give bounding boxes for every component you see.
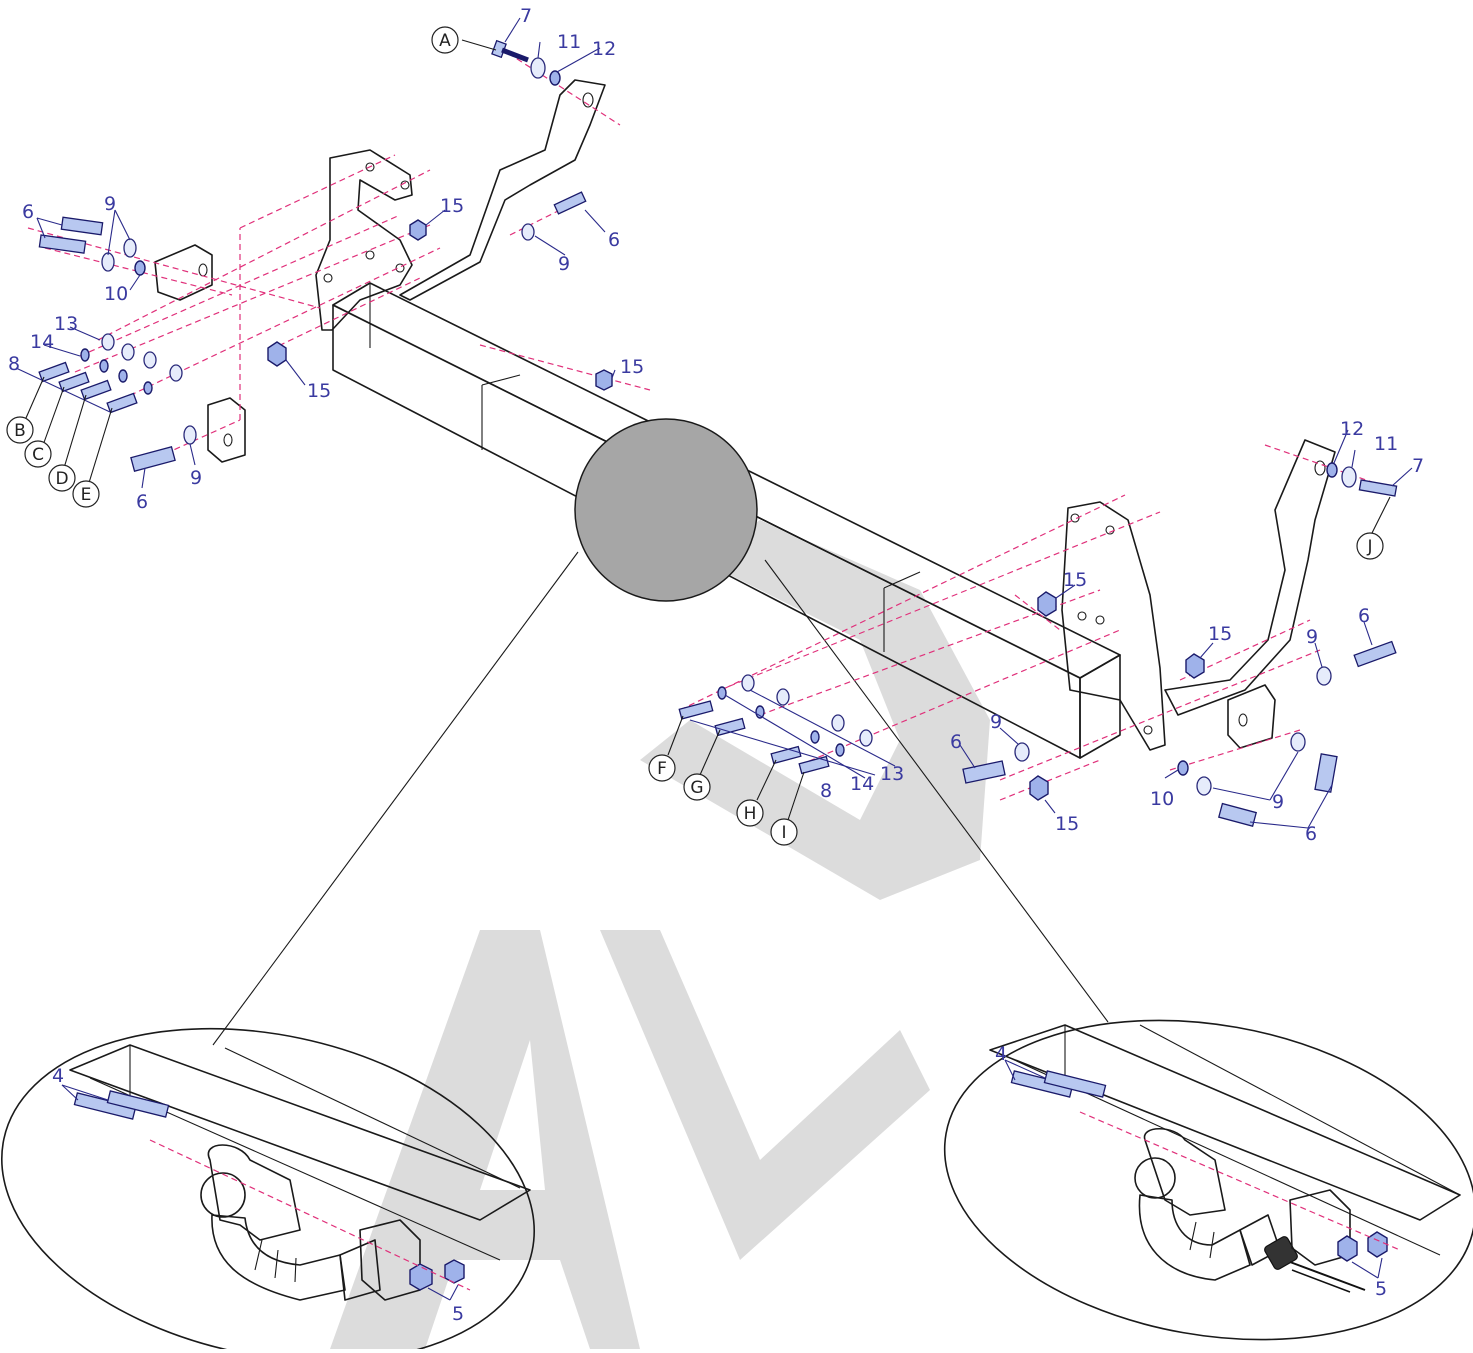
- fasteners-top: [267, 39, 613, 391]
- left-lower-bracket: [207, 397, 246, 463]
- part-label-15: 15: [1208, 623, 1232, 645]
- part-label-10: 10: [1150, 788, 1174, 810]
- part-label-15: 15: [440, 195, 464, 217]
- svg-text:B: B: [14, 421, 26, 441]
- left-bracket-plate: [315, 149, 413, 331]
- main-crossbeam: [332, 282, 1121, 759]
- part-label-9: 9: [990, 711, 1002, 733]
- svg-text:E: E: [81, 485, 92, 505]
- watermark: [330, 520, 990, 1349]
- towball-right: [1134, 1128, 1281, 1281]
- right-small-bracket: [1227, 684, 1276, 749]
- part-label-11: 11: [557, 31, 581, 53]
- part-label-6: 6: [1358, 605, 1370, 627]
- callout-H: H: [736, 799, 764, 827]
- part-label-12: 12: [1340, 418, 1364, 440]
- svg-text:A: A: [439, 31, 451, 51]
- part-label-13: 13: [54, 313, 78, 335]
- part-label-9: 9: [558, 253, 570, 275]
- left-small-bracket: [154, 244, 213, 301]
- part-label-5: 5: [452, 1303, 464, 1325]
- part-label-6: 6: [1305, 823, 1317, 845]
- part-label-9: 9: [1306, 626, 1318, 648]
- callout-J: J: [1356, 532, 1384, 560]
- svg-text:D: D: [55, 469, 68, 489]
- callout-lines: [25, 39, 1391, 821]
- fasteners-left: [38, 216, 197, 472]
- part-label-9: 9: [190, 467, 202, 489]
- callout-I: I: [770, 818, 798, 846]
- part-label-5: 5: [1375, 1278, 1387, 1300]
- callout-G: G: [683, 773, 711, 801]
- svg-text:H: H: [744, 804, 757, 824]
- callout-D: D: [48, 464, 76, 492]
- part-label-6: 6: [136, 491, 148, 513]
- right-inset-detail: 4 5: [943, 1019, 1473, 1341]
- svg-text:J: J: [1366, 537, 1372, 557]
- callout-A: A: [431, 26, 459, 54]
- part-label-11: 11: [1374, 433, 1398, 455]
- callout-C: C: [24, 440, 52, 468]
- part-label-6: 6: [22, 201, 34, 223]
- svg-text:F: F: [657, 759, 667, 779]
- callout-F: F: [648, 754, 676, 782]
- fasteners-right: [678, 462, 1398, 827]
- part-label-4: 4: [995, 1043, 1007, 1065]
- part-label-15: 15: [1063, 569, 1087, 591]
- part-leader-lines: [15, 17, 1413, 829]
- part-label-12: 12: [592, 38, 616, 60]
- right-long-arm: [1164, 439, 1336, 716]
- part-label-9: 9: [104, 193, 116, 215]
- part-label-6: 6: [608, 229, 620, 251]
- svg-text:I: I: [781, 823, 786, 843]
- part-label-8: 8: [8, 353, 20, 375]
- part-label-15: 15: [307, 380, 331, 402]
- svg-text:G: G: [690, 778, 703, 798]
- part-label-4: 4: [52, 1065, 64, 1087]
- electrical-socket: [1264, 1236, 1366, 1293]
- part-label-7: 7: [1412, 455, 1424, 477]
- right-bracket-plate: [1061, 501, 1166, 751]
- part-label-15: 15: [620, 356, 644, 378]
- assembly-axes: [27, 47, 1396, 801]
- towball-left: [200, 1144, 381, 1301]
- part-label-8: 8: [820, 780, 832, 802]
- part-label-6: 6: [950, 731, 962, 753]
- zoom-leader-lines: [212, 551, 1109, 1046]
- part-label-13: 13: [880, 763, 904, 785]
- left-long-arm: [399, 79, 606, 301]
- part-label-15: 15: [1055, 813, 1079, 835]
- callout-E: E: [72, 480, 100, 508]
- part-label-9: 9: [1272, 791, 1284, 813]
- svg-text:C: C: [32, 445, 44, 465]
- callout-B: B: [6, 416, 34, 444]
- part-label-14: 14: [30, 331, 54, 353]
- center-detail-disc: [574, 418, 758, 602]
- part-label-14: 14: [850, 773, 874, 795]
- part-number-labels: 7 11 12 6 9 10 13 14 8 15 9 6 15 15 9 6 …: [8, 5, 1424, 845]
- part-label-10: 10: [104, 283, 128, 305]
- part-label-7: 7: [520, 5, 532, 27]
